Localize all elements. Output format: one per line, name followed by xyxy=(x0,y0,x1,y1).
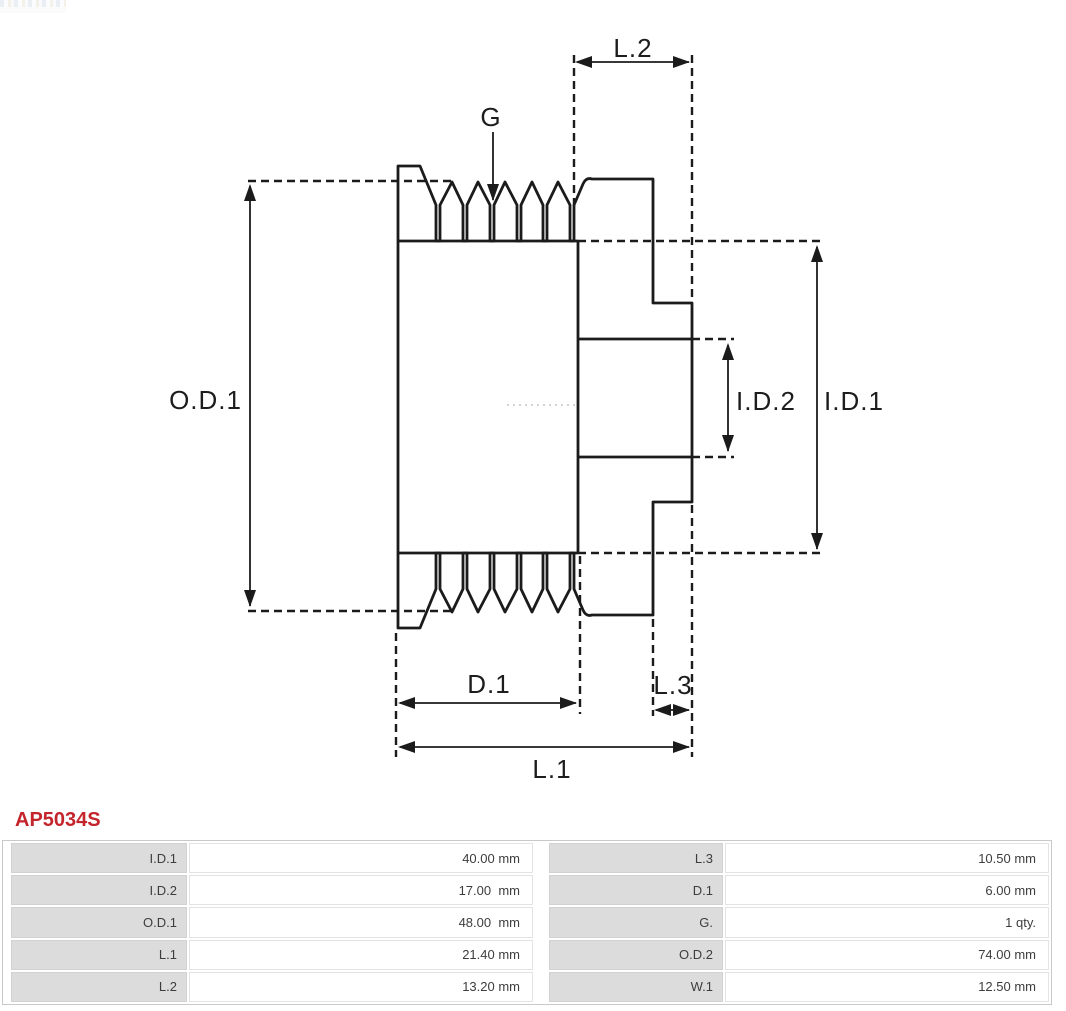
watermark-fragment xyxy=(0,0,66,13)
pulley-bore-lines xyxy=(578,337,692,459)
spec-value: 1 qty. xyxy=(725,907,1049,938)
pulley-outline xyxy=(396,164,694,630)
label-l2: L.2 xyxy=(613,33,652,63)
spec-value: 12.50 mm xyxy=(725,971,1049,1002)
spec-label: I.D.1 xyxy=(11,843,187,874)
spec-label: D.1 xyxy=(549,875,723,906)
spec-value: 10.50 mm xyxy=(725,843,1049,874)
spec-value: 40.00 mm xyxy=(189,843,533,874)
spec-label: O.D.1 xyxy=(11,907,187,938)
label-d1: D.1 xyxy=(467,669,510,699)
pulley-technical-drawing: G L.2 O.D.1 I.D.2 I.D.1 D.1 L.3 L.1 xyxy=(169,33,884,784)
table-spacer xyxy=(535,843,547,873)
pulley-groove-root-lines xyxy=(398,239,580,555)
label-l3: L.3 xyxy=(653,670,692,700)
spec-table: I.D.1 40.00 mm L.3 10.50 mm I.D.2 17.00 … xyxy=(2,840,1052,1005)
spec-label: L.3 xyxy=(549,843,723,874)
spec-value: 74.00 mm xyxy=(725,939,1049,970)
table-spacer xyxy=(535,875,547,905)
spec-value: 17.00 mm xyxy=(189,875,533,906)
label-id1: I.D.1 xyxy=(824,386,884,416)
spec-label: W.1 xyxy=(549,971,723,1002)
spec-label: O.D.2 xyxy=(549,939,723,970)
reference-lines xyxy=(248,55,823,757)
label-id2: I.D.2 xyxy=(736,386,796,416)
spec-value: 6.00 mm xyxy=(725,875,1049,906)
spec-label: I.D.2 xyxy=(11,875,187,906)
spec-label: L.1 xyxy=(11,939,187,970)
table-spacer xyxy=(535,972,547,1002)
spec-label: L.2 xyxy=(11,971,187,1002)
label-od1: O.D.1 xyxy=(169,385,242,415)
label-l1: L.1 xyxy=(532,754,571,784)
table-spacer xyxy=(535,907,547,937)
spec-value: 13.20 mm xyxy=(189,971,533,1002)
spec-value: 48.00 mm xyxy=(189,907,533,938)
table-spacer xyxy=(535,940,547,970)
spec-value: 21.40 mm xyxy=(189,939,533,970)
part-number-link[interactable]: AP5034S xyxy=(15,809,101,831)
spec-label: G. xyxy=(549,907,723,938)
label-g: G xyxy=(480,102,501,132)
